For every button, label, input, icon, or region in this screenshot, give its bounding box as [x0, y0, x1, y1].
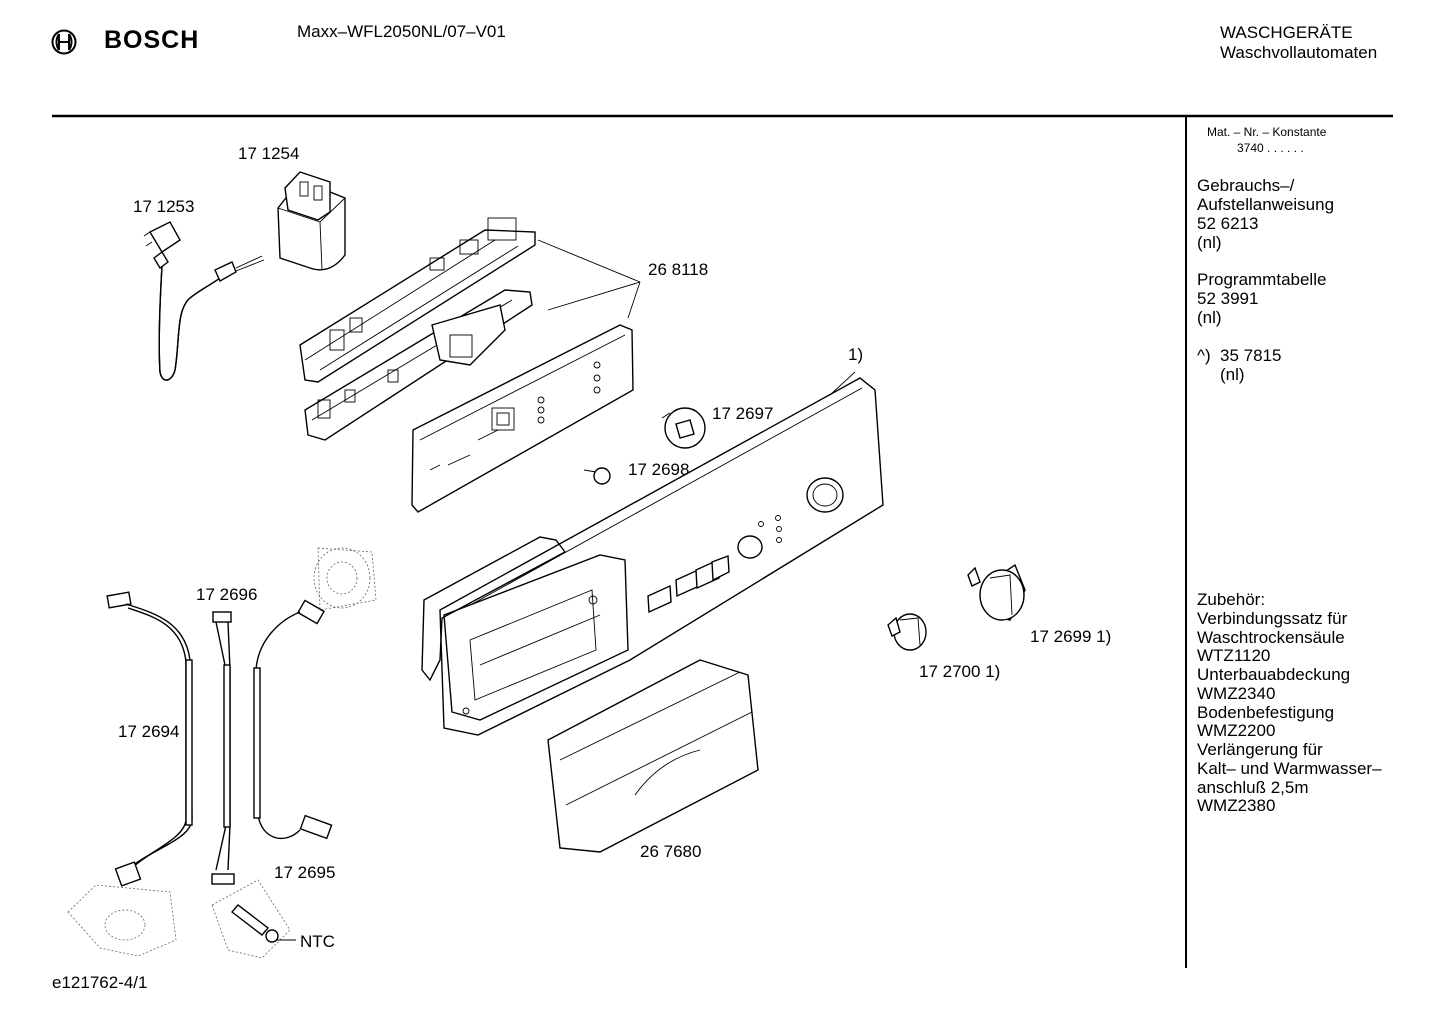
mains-filter-part	[277, 171, 346, 271]
drawer-handle-part	[547, 659, 759, 853]
heater-outline	[67, 884, 177, 957]
mat-number-label: Mat. – Nr. – Konstante	[1207, 125, 1327, 139]
manual-language: (nl)	[1197, 233, 1222, 252]
program-table-title: Programmtabelle	[1197, 270, 1327, 289]
accessory-line: Unterbauabdeckung	[1197, 665, 1351, 684]
footnote-marker: 1)	[848, 345, 864, 364]
note-language: (nl)	[1220, 365, 1245, 384]
accessory-line: Bodenbefestigung	[1197, 703, 1335, 722]
control-panel-fascia	[439, 377, 884, 736]
part-label-171254: 17 1254	[238, 144, 300, 163]
drawing-id: e121762-4/1	[52, 973, 148, 992]
accessories-title: Zubehör:	[1197, 590, 1266, 609]
part-label-267680: 26 7680	[640, 842, 702, 861]
accessory-line: Verbindungssatz für	[1197, 609, 1348, 628]
accessory-line: WMZ2340	[1197, 684, 1276, 703]
power-cord-part	[143, 221, 265, 381]
accessory-line: WMZ2200	[1197, 721, 1276, 740]
program-table-language: (nl)	[1197, 308, 1222, 327]
part-label-ntc: NTC	[300, 932, 335, 951]
accessory-line: Verlängerung für	[1197, 740, 1323, 759]
part-label-172697: 17 2697	[712, 404, 774, 423]
electronic-board-part	[411, 324, 634, 513]
accessory-line: WMZ2380	[1197, 796, 1276, 815]
cable-harness-left	[106, 591, 193, 887]
cable-harness-middle	[211, 611, 235, 885]
manual-title-line2: Aufstellanweisung	[1197, 195, 1335, 214]
program-table-number: 52 3991	[1197, 289, 1259, 308]
category-title: WASCHGERÄTE	[1220, 23, 1353, 42]
option-knob-part	[887, 613, 927, 651]
accessory-line: anschluß 2,5m	[1197, 778, 1309, 797]
motor-outline	[313, 547, 377, 611]
part-label-171253: 17 1253	[133, 197, 195, 216]
part-label-172694: 17 2694	[118, 722, 180, 741]
accessory-line: WTZ1120	[1197, 646, 1271, 665]
cable-harness-right	[253, 599, 333, 840]
category-subtitle: Waschvollautomaten	[1220, 43, 1378, 62]
part-label-172700: 17 2700 1)	[919, 662, 1001, 681]
control-module-upper	[299, 217, 536, 383]
program-knob-part	[967, 563, 1026, 621]
note-number: 35 7815	[1220, 346, 1282, 365]
bosch-logo-icon	[50, 28, 78, 61]
accessory-line: Kalt– und Warmwasser–	[1197, 759, 1382, 778]
part-label-172696: 17 2696	[196, 585, 258, 604]
manual-number: 52 6213	[1197, 214, 1259, 233]
part-label-172698: 17 2698	[628, 460, 690, 479]
note-marker: ^)	[1197, 346, 1211, 365]
mat-number-value: 3740 . . . . . .	[1237, 141, 1304, 155]
accessory-line: Waschtrockensäule	[1197, 628, 1345, 647]
brand-name: BOSCH	[104, 26, 200, 54]
manual-title-line1: Gebrauchs–/	[1197, 176, 1295, 195]
ntc-sensor-part	[211, 879, 296, 959]
part-label-268118: 26 8118	[648, 260, 709, 279]
control-module-lower	[304, 289, 533, 441]
model-number: Maxx–WFL2050NL/07–V01	[297, 22, 506, 41]
part-label-172699: 17 2699 1)	[1030, 627, 1112, 646]
knob-axle-part	[661, 407, 706, 449]
part-label-172695: 17 2695	[274, 863, 336, 882]
knob-spring-part	[583, 467, 611, 485]
panel-seal-part	[421, 536, 567, 682]
